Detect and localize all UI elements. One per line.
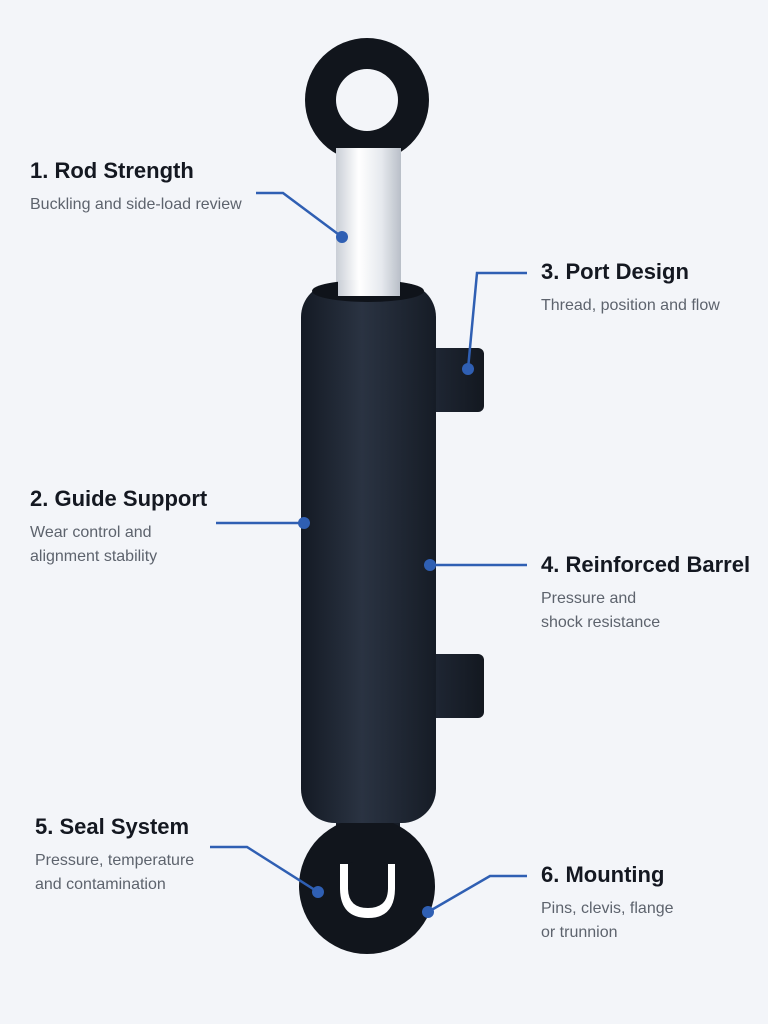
callout-title: 2. Guide Support [30,486,208,511]
callout-mounting: 6. Mounting Pins, clevis, flange or trun… [541,862,674,945]
callout-seal-system: 5. Seal System Pressure, temperature and… [35,814,194,897]
callout-description: Pressure, temperature and contamination [35,852,195,893]
callout-title: 5. Seal System [35,814,190,839]
rod-entry [338,280,400,296]
bottom-eye [299,808,435,954]
piston-rod [336,148,401,298]
callout-title: 3. Port Design [541,259,689,284]
callout-description: Buckling and side-load review [30,196,242,213]
leader-line-rod-strength [256,191,343,239]
dot-port-design [462,363,474,375]
callout-description: Pressure and shock resistance [541,590,661,631]
callout-description: Wear control and alignment stability [30,524,158,565]
leader-line-mounting [427,874,527,914]
lower-port [427,654,484,718]
callout-description: Thread, position and flow [541,297,720,314]
dot-seal-system [312,886,324,898]
leader-dots [298,231,474,918]
callout-rod-strength: 1. Rod Strength Buckling and side-load r… [30,158,242,217]
callout-title: 4. Reinforced Barrel [541,552,751,577]
dot-guide-support [298,517,310,529]
callout-port-design: 3. Port Design Thread, position and flow [541,259,720,318]
callout-title: 6. Mounting [541,862,665,887]
leader-line-seal-system [210,845,319,894]
top-eye [305,38,429,162]
leader-lines [210,191,527,914]
dot-reinforced-barrel [424,559,436,571]
dot-mounting [422,906,434,918]
dot-rod-strength [336,231,348,243]
leader-line-port-design [466,271,527,370]
callout-title: 1. Rod Strength [30,158,194,183]
callout-reinforced-barrel: 4. Reinforced Barrel Pressure and shock … [541,552,750,635]
callout-guide-support: 2. Guide Support Wear control and alignm… [30,486,207,569]
callout-description: Pins, clevis, flange or trunnion [541,900,674,941]
cylinder-barrel [301,283,436,823]
